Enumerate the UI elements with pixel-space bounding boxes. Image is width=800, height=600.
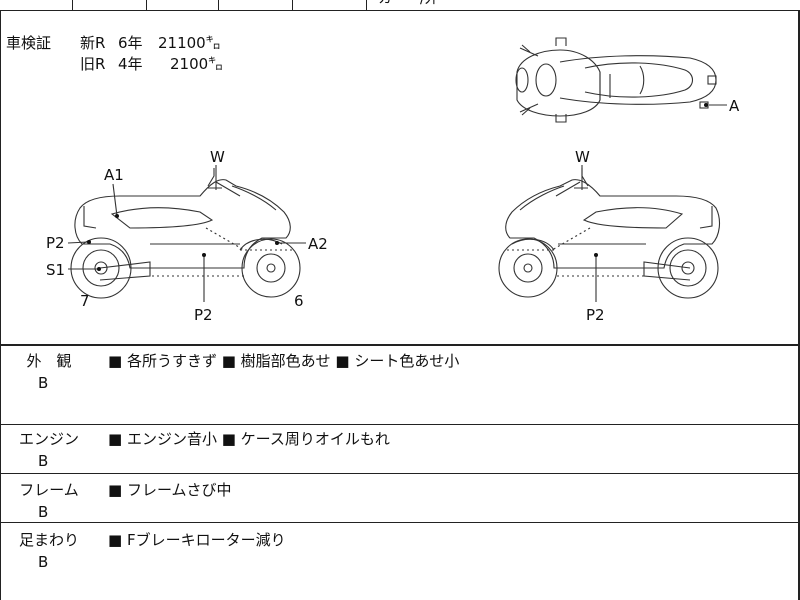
- section-divider: [0, 473, 800, 474]
- section-divider: [0, 424, 800, 425]
- inspection-new-value: 21100㌔: [158, 34, 221, 52]
- label-left-P2-bottom: P2: [194, 306, 213, 324]
- header-divider: [292, 0, 293, 10]
- section-frame-title: フレーム: [19, 481, 79, 499]
- label-top-A: A: [729, 97, 740, 115]
- label-left-S1: S1: [46, 261, 65, 279]
- section-exterior-grade: B: [38, 374, 49, 392]
- frame-right: [798, 10, 800, 600]
- section-frame-grade: B: [38, 503, 49, 521]
- header-partial-text: カ・ー/外: [378, 0, 439, 8]
- section-frame-notes: ■ フレームさび中: [108, 481, 232, 499]
- scooter-left-view: [70, 168, 301, 299]
- label-left-7: 7: [80, 292, 90, 310]
- label-left-A1: A1: [104, 166, 124, 184]
- label-left-6: 6: [294, 292, 304, 310]
- diagram-bottom-line: [0, 344, 800, 346]
- inspection-old-type: 旧R: [80, 55, 106, 73]
- header-divider: [366, 0, 367, 10]
- section-exterior-notes: ■ 各所うすきず ■ 樹脂部色あせ ■ シート色あせ小: [108, 352, 460, 370]
- section-divider: [0, 522, 800, 523]
- inspection-label: 車検証: [6, 34, 52, 52]
- header-divider: [72, 0, 73, 10]
- scooter-top-view: [515, 37, 717, 123]
- section-engine-notes: ■ エンジン音小 ■ ケース周りオイルもれ: [108, 430, 390, 448]
- label-right-W: W: [575, 148, 590, 166]
- header-divider: [218, 0, 219, 10]
- header-strip-bottom-line: [0, 10, 800, 11]
- section-suspension-title: 足まわり: [18, 531, 79, 549]
- section-engine-grade: B: [38, 452, 49, 470]
- label-right-P2: P2: [586, 306, 605, 324]
- scooter-diagrams: A: [46, 37, 740, 324]
- label-left-A2: A2: [308, 235, 328, 253]
- frame-left: [0, 10, 1, 600]
- section-engine-title: エンジン: [18, 430, 79, 448]
- scooter-right-view: [498, 168, 721, 299]
- section-suspension-grade: B: [38, 553, 49, 571]
- inspection-new-years: 6年: [118, 34, 143, 52]
- label-left-W: W: [210, 148, 225, 166]
- section-suspension-notes: ■ Fブレーキローター減り: [108, 531, 286, 549]
- inspection-old-value: 2100㌔: [170, 55, 224, 73]
- inspection-new-type: 新R: [80, 34, 106, 52]
- label-left-P2-rear: P2: [46, 234, 65, 252]
- inspection-old-years: 4年: [118, 55, 143, 73]
- header-divider: [146, 0, 147, 10]
- section-exterior-title: 外 観: [26, 352, 72, 370]
